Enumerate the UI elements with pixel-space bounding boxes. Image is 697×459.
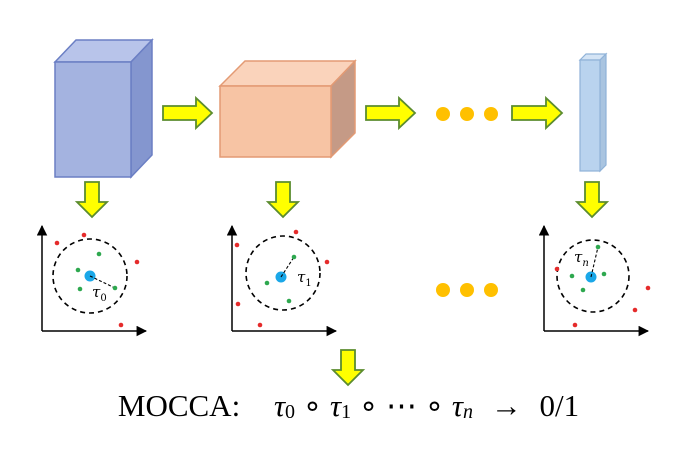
formula-sub-1: 1 xyxy=(341,401,352,423)
arrow-right-3 xyxy=(511,95,564,131)
embedding-plot-1: τ0 xyxy=(36,224,148,337)
formula-arrow: → xyxy=(490,388,522,423)
hypersphere-boundary xyxy=(245,235,321,311)
mocca-formula: MOCCA: τ0 ∘ τ1 ∘ ⋯ ∘ τn → 0/1 xyxy=(0,388,697,424)
tau-label-n: τn xyxy=(574,248,589,269)
ellipsis-dots-middle xyxy=(436,283,498,297)
arrow-right-2 xyxy=(365,95,417,131)
tau-label-2: τ1 xyxy=(297,268,312,289)
radius-line xyxy=(590,246,599,278)
formula-label: MOCCA: xyxy=(117,388,241,423)
feature-block-3 xyxy=(578,52,608,173)
radius-line xyxy=(280,256,295,278)
hypersphere-boundary xyxy=(556,239,630,313)
formula-compose-1: ∘ xyxy=(302,388,323,423)
ellipsis-dots-top xyxy=(436,107,498,121)
arrow-down-formula xyxy=(330,349,366,387)
arrow-down-3 xyxy=(574,181,610,219)
formula-compose-2: ∘ xyxy=(358,388,379,423)
arrow-down-1 xyxy=(74,181,110,219)
feature-block-1 xyxy=(53,38,154,179)
formula-ellipsis: ⋯ xyxy=(385,388,417,423)
tau-label-1: τ0 xyxy=(92,283,107,304)
embedding-plot-2: τ1 xyxy=(226,224,338,337)
formula-tau-1: τ xyxy=(329,388,342,423)
formula-result: 0/1 xyxy=(539,388,580,423)
arrow-right-1 xyxy=(162,95,214,131)
formula-tau-0: τ xyxy=(273,388,286,423)
hypersphere-boundary xyxy=(52,238,128,314)
embedding-plot-n: τn xyxy=(538,224,651,337)
formula-sub-n: n xyxy=(462,401,473,423)
arrow-down-2 xyxy=(265,181,301,219)
formula-sub-0: 0 xyxy=(285,401,296,423)
formula-compose-3: ∘ xyxy=(424,388,445,423)
formula-tau-n: τ xyxy=(451,388,463,423)
feature-block-2 xyxy=(218,59,357,159)
